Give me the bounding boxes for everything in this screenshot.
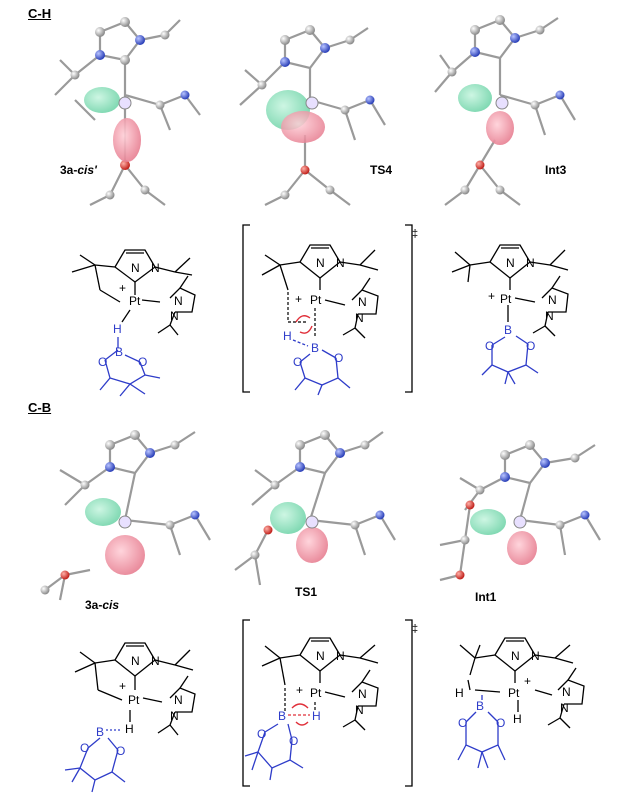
curved-arrow [295, 315, 311, 323]
atom-o: O [496, 716, 505, 730]
structure-ts1 [242, 619, 413, 787]
charge-plus: + [488, 289, 495, 303]
charge-plus: + [296, 683, 303, 697]
structure-3a-cis [74, 642, 196, 736]
label-3a-cis-prime: 3a-cis' [60, 163, 97, 177]
atom-n: N [131, 654, 140, 668]
label-3a-cis: 3a-cis [85, 598, 120, 612]
structure-3a-cis-prime [71, 249, 196, 336]
atom-b: B [504, 323, 512, 337]
atom-n: N [560, 701, 569, 715]
atom-b: B [278, 709, 286, 723]
atom-n: N [548, 293, 557, 307]
atom-pt: Pt [500, 292, 512, 306]
atom-o: O [138, 355, 147, 369]
double-dagger: ‡ [412, 228, 418, 240]
structure-int3 [451, 244, 569, 337]
atom-b: B [311, 341, 319, 355]
charge-plus: + [524, 674, 531, 688]
curved-arrow [291, 703, 309, 709]
atom-pt: Pt [128, 693, 140, 707]
model-int3 [434, 15, 576, 206]
model-3a-cis-prime [54, 17, 201, 206]
atom-n: N [545, 309, 554, 323]
structure-int1 [459, 637, 585, 729]
atom-b: B [96, 725, 104, 739]
atom-n: N [506, 256, 515, 270]
charge-plus: + [119, 281, 126, 295]
atom-h: H [513, 712, 522, 726]
atom-n: N [511, 649, 520, 663]
atom-o: O [257, 727, 266, 741]
atom-o: O [289, 734, 298, 748]
label-ts4: TS4 [370, 163, 393, 177]
label-ts1: TS1 [295, 585, 318, 599]
atom-o: O [334, 351, 343, 365]
charge-plus: + [295, 292, 302, 306]
atom-n: N [336, 256, 345, 270]
ts1-dashed-bonds [284, 688, 316, 712]
model-ts1 [234, 430, 396, 586]
atom-n: N [174, 693, 183, 707]
atom-n: N [170, 309, 179, 323]
model-3a-cis [40, 430, 211, 601]
model-ts4 [239, 25, 386, 206]
atom-pt: Pt [310, 293, 322, 307]
atom-o: O [80, 741, 89, 755]
atom-pt: Pt [508, 686, 520, 700]
atom-h: H [455, 686, 464, 700]
atom-n: N [355, 703, 364, 717]
atom-n: N [174, 294, 183, 308]
section-label-cb: C-B [28, 400, 52, 415]
pinacolborane-6 [457, 695, 506, 769]
pinacolborane-1 [99, 337, 161, 397]
atom-h: H [113, 322, 122, 336]
atom-n: N [355, 311, 364, 325]
atom-o: O [458, 716, 467, 730]
atom-n: N [131, 261, 140, 275]
atom-pt: Pt [129, 294, 141, 308]
ts4-dashed-bonds [287, 292, 316, 338]
atom-o: O [293, 355, 302, 369]
pinacolborane-2 [292, 339, 351, 396]
pinacolborane-5 [244, 723, 304, 781]
atom-n: N [358, 687, 367, 701]
atom-b: B [115, 345, 123, 359]
atom-o: O [526, 339, 535, 353]
atom-pt: Pt [310, 686, 322, 700]
pinacolborane-3 [481, 335, 539, 385]
label-int1: Int1 [475, 590, 497, 604]
atom-n: N [170, 709, 179, 723]
section-label-ch: C-H [28, 6, 52, 21]
atom-o: O [485, 339, 494, 353]
curved-arrow [299, 325, 313, 334]
atom-n: N [151, 261, 160, 275]
atom-n: N [151, 654, 160, 668]
atom-h: H [312, 709, 321, 723]
atom-n: N [531, 649, 540, 663]
atom-n: N [526, 256, 535, 270]
pinacolborane-4 [64, 729, 126, 793]
atom-n: N [316, 256, 325, 270]
charge-plus: + [119, 679, 126, 693]
atom-o: O [116, 744, 125, 758]
curved-arrow [295, 721, 309, 726]
double-dagger: ‡ [412, 623, 418, 635]
atom-n: N [358, 295, 367, 309]
atom-n: N [316, 649, 325, 663]
atom-o: O [98, 355, 107, 369]
label-int3: Int3 [545, 163, 567, 177]
atom-n: N [562, 685, 571, 699]
atom-b: B [476, 699, 484, 713]
model-int1 [439, 440, 601, 582]
atom-n: N [336, 649, 345, 663]
atom-h: H [125, 722, 134, 736]
structure-ts4 [242, 224, 413, 393]
atom-h: H [283, 329, 292, 343]
